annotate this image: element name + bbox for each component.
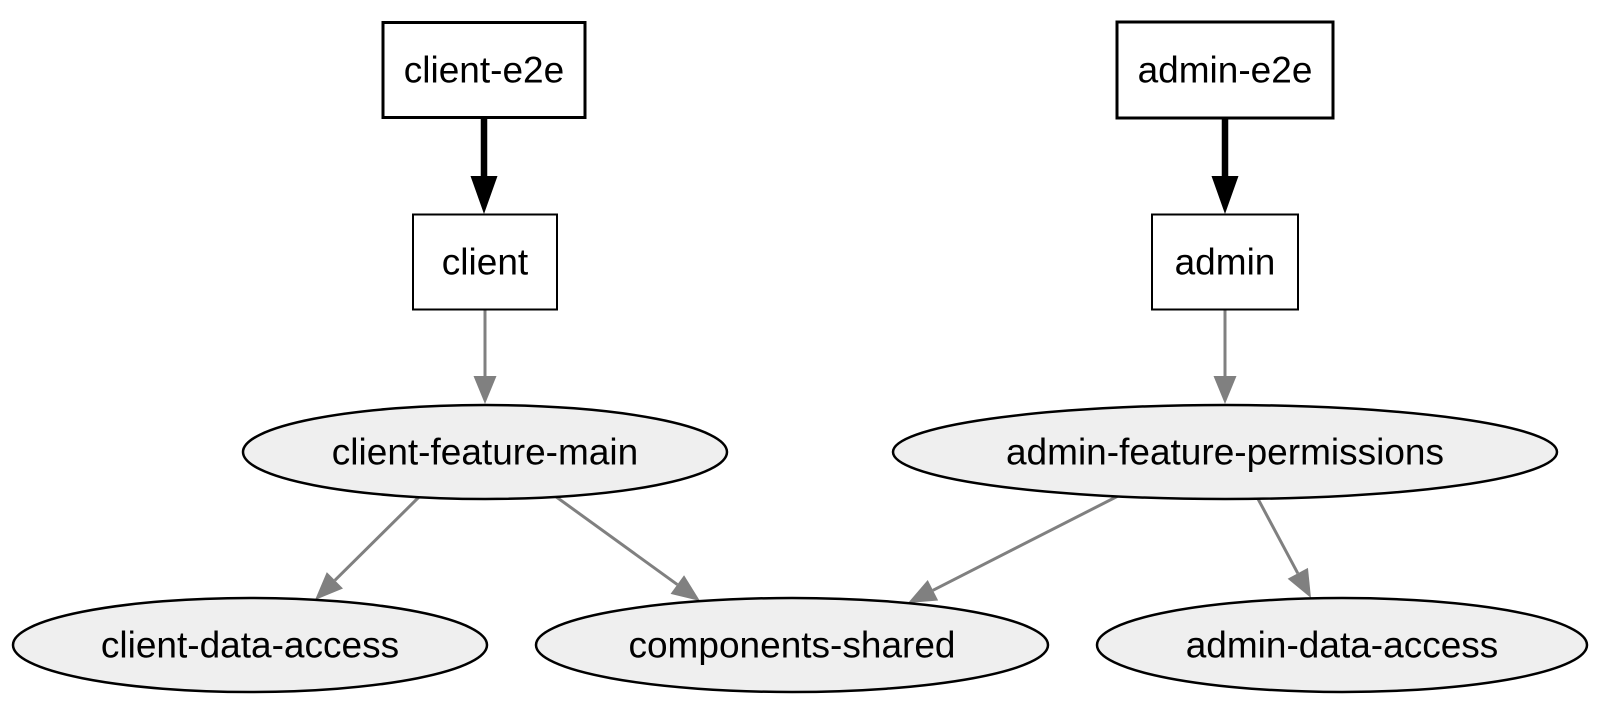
node-label: client-e2e <box>404 50 564 91</box>
edge-client-feature-main-to-client-data-access <box>315 494 422 600</box>
node-label: admin <box>1175 242 1276 283</box>
node-shape-ellipse <box>534 596 1050 694</box>
node-shape-rect <box>1115 20 1335 120</box>
node-label: client-feature-main <box>332 432 638 473</box>
arrowhead-icon <box>473 376 497 404</box>
node-shape-rect <box>412 213 558 311</box>
edge-client-e2e-to-client <box>470 117 498 214</box>
edge-client-feature-main-to-components-shared <box>554 494 700 601</box>
edge-admin-e2e-to-admin <box>1211 118 1239 214</box>
edges-layer <box>315 117 1311 603</box>
nodes-layer: client-e2e admin-e2e client admin client-fea… <box>11 20 1589 694</box>
node-shape-rect <box>381 21 587 119</box>
node-admin: admin <box>1151 213 1299 311</box>
edge-line <box>333 494 422 582</box>
node-label: client <box>442 242 529 283</box>
arrowhead-icon <box>315 572 343 600</box>
edge-admin-feature-permissions-to-admin-data-access <box>1255 496 1311 598</box>
node-label: admin-e2e <box>1138 50 1313 91</box>
node-shape-ellipse <box>1095 596 1589 694</box>
arrowhead-icon <box>670 575 700 601</box>
edge-admin-to-admin-feature-permissions <box>1213 310 1237 404</box>
node-shape-ellipse <box>891 403 1559 501</box>
arrowhead-icon <box>908 580 939 603</box>
arrowhead-icon <box>1211 176 1239 214</box>
node-label: client-data-access <box>101 625 399 666</box>
edge-line <box>554 494 679 586</box>
edge-line <box>1255 496 1300 575</box>
node-components-shared: components-shared <box>534 596 1050 694</box>
node-client-feature-main: client-feature-main <box>241 403 729 501</box>
arrowhead-icon <box>470 176 498 214</box>
node-shape-ellipse <box>11 596 489 694</box>
node-admin-e2e: admin-e2e <box>1115 20 1335 120</box>
node-admin-feature-permissions: admin-feature-permissions <box>891 403 1559 501</box>
node-label: admin-data-access <box>1186 625 1499 666</box>
node-label: components-shared <box>628 625 955 666</box>
node-shape-ellipse <box>241 403 729 501</box>
arrowhead-icon <box>1213 376 1237 404</box>
node-admin-data-access: admin-data-access <box>1095 596 1589 694</box>
node-label: admin-feature-permissions <box>1006 432 1444 473</box>
node-client: client <box>412 213 558 311</box>
edge-admin-feature-permissions-to-components-shared <box>908 493 1121 603</box>
edge-client-to-client-feature-main <box>473 310 497 404</box>
node-client-e2e: client-e2e <box>381 21 587 119</box>
edge-line <box>932 493 1121 592</box>
node-client-data-access: client-data-access <box>11 596 489 694</box>
node-shape-rect <box>1151 213 1299 311</box>
arrowhead-icon <box>1287 567 1311 598</box>
